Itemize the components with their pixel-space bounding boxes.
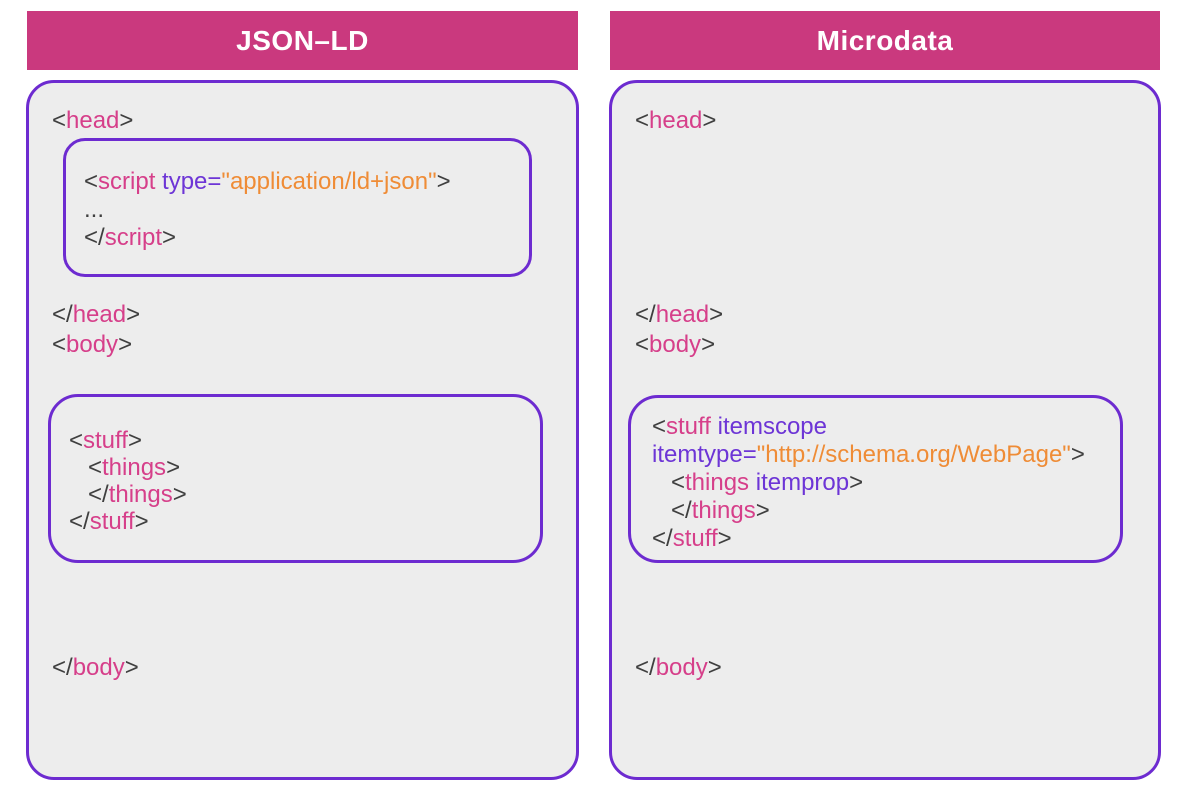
code-token-plain: </ [671, 497, 692, 524]
code-line-head-close: </head> [635, 300, 723, 330]
code-token-plain: < [635, 331, 650, 358]
code-token-plain: </ [652, 525, 673, 552]
code-token-tag: stuff [672, 525, 718, 552]
microdata-title: Microdata [816, 24, 954, 56]
code-token-attr: = [207, 168, 222, 195]
code-token-tag: head [655, 301, 710, 328]
code-token-plain: > [162, 224, 177, 251]
code-line-things-open: <things itemprop> [671, 469, 1110, 497]
microdata-header-bar: Microdata [610, 11, 1160, 70]
code-token-tag: body [655, 654, 708, 681]
code-line-things-close: </things> [88, 481, 530, 508]
code-token-plain: > [134, 508, 149, 535]
code-line-script-open: <script type="application/ld+json"> [84, 168, 519, 196]
column-microdata: Microdata <head> </head> <body> <stuff i… [609, 0, 1161, 789]
code-token-plain: > [717, 525, 732, 552]
code-line-ellipsis: ... [84, 196, 519, 224]
code-token-plain: </ [52, 654, 73, 681]
code-token-plain: > [118, 331, 133, 358]
code-token-plain: > [755, 497, 770, 524]
code-token-attr: itemtype [652, 441, 743, 468]
code-token-plain: > [707, 654, 722, 681]
microdata-stuff-box: <stuff itemscope itemtype="http://schema… [628, 395, 1123, 563]
code-line-things-open: <things> [88, 454, 530, 481]
code-token-plain: > [124, 654, 139, 681]
code-token-plain: </ [69, 508, 90, 535]
code-line-stuff-open: <stuff itemscope [652, 413, 1110, 441]
code-line-stuff-open: <stuff> [69, 427, 530, 454]
jsonld-document-panel: <head> <script type="application/ld+json… [26, 80, 579, 780]
code-token-tag: head [72, 301, 127, 328]
code-token-plain: > [119, 107, 134, 134]
code-token-tag: things [691, 497, 756, 524]
code-token-plain: < [635, 107, 650, 134]
jsonld-stuff-box: <stuff> <things> </things> </stuff> [48, 394, 543, 563]
code-token-plain: > [702, 107, 717, 134]
code-token-plain: > [436, 168, 451, 195]
code-line-things-close: </things> [671, 497, 1110, 525]
code-token-value: "http://schema.org/WebPage" [756, 441, 1071, 468]
code-token-plain: > [127, 427, 142, 454]
code-token-tag: things [685, 469, 750, 496]
code-token-plain: </ [52, 301, 73, 328]
code-token-value: "application/ld+json" [221, 168, 437, 195]
code-token-tag: body [649, 331, 702, 358]
code-token-plain: ... [84, 196, 105, 223]
code-line-head-open: <head> [635, 106, 716, 136]
code-token-tag: body [66, 331, 119, 358]
code-token-plain: > [701, 331, 716, 358]
code-token-plain: > [709, 301, 724, 328]
code-token-plain: </ [84, 224, 105, 251]
code-token-plain: < [88, 454, 103, 481]
code-line-body-open: <body> [52, 330, 132, 360]
code-token-plain: > [172, 481, 187, 508]
code-token-attr: itemprop [755, 469, 850, 496]
code-line-stuff-close: </stuff> [69, 508, 530, 535]
code-token-tag: things [108, 481, 173, 508]
code-token-plain [711, 413, 718, 440]
code-line-body-close: </body> [635, 653, 722, 683]
code-token-attr: type [162, 168, 208, 195]
code-token-plain: > [126, 301, 141, 328]
code-token-plain: > [1070, 441, 1085, 468]
code-line-script-close: </script> [84, 224, 519, 252]
code-token-attr: = [742, 441, 757, 468]
code-line-itemtype: itemtype="http://schema.org/WebPage"> [652, 441, 1110, 469]
code-token-tag: script [98, 168, 156, 195]
code-token-tag: script [104, 224, 163, 251]
code-token-plain: </ [635, 301, 656, 328]
code-token-plain: </ [635, 654, 656, 681]
code-token-plain: > [849, 469, 864, 496]
code-token-plain: < [52, 107, 67, 134]
code-token-tag: stuff [89, 508, 135, 535]
code-token-tag: head [66, 107, 120, 134]
code-token-plain: < [671, 469, 686, 496]
column-jsonld: JSON–LD <head> <script type="application… [26, 0, 579, 789]
code-token-plain: < [69, 427, 84, 454]
code-token-plain: < [652, 413, 667, 440]
microdata-document-panel: <head> </head> <body> <stuff itemscope i… [609, 80, 1161, 780]
code-token-tag: things [102, 454, 167, 481]
code-token-tag: head [649, 107, 703, 134]
code-token-attr: itemscope [717, 413, 827, 440]
code-token-plain [749, 469, 756, 496]
code-token-tag: stuff [666, 413, 711, 440]
jsonld-header-bar: JSON–LD [27, 11, 578, 70]
code-line-head-close: </head> [52, 300, 140, 330]
code-line-stuff-close: </stuff> [652, 525, 1110, 553]
code-token-tag: body [72, 654, 125, 681]
code-token-plain: < [84, 168, 99, 195]
code-line-body-close: </body> [52, 653, 139, 683]
jsonld-title: JSON–LD [236, 24, 369, 56]
jsonld-script-box: <script type="application/ld+json"> ... … [63, 138, 532, 277]
code-token-plain: > [166, 454, 181, 481]
code-line-head-open: <head> [52, 106, 133, 136]
code-line-body-open: <body> [635, 330, 715, 360]
code-token-tag: stuff [83, 427, 128, 454]
code-token-plain: < [52, 331, 67, 358]
code-token-plain: </ [88, 481, 109, 508]
